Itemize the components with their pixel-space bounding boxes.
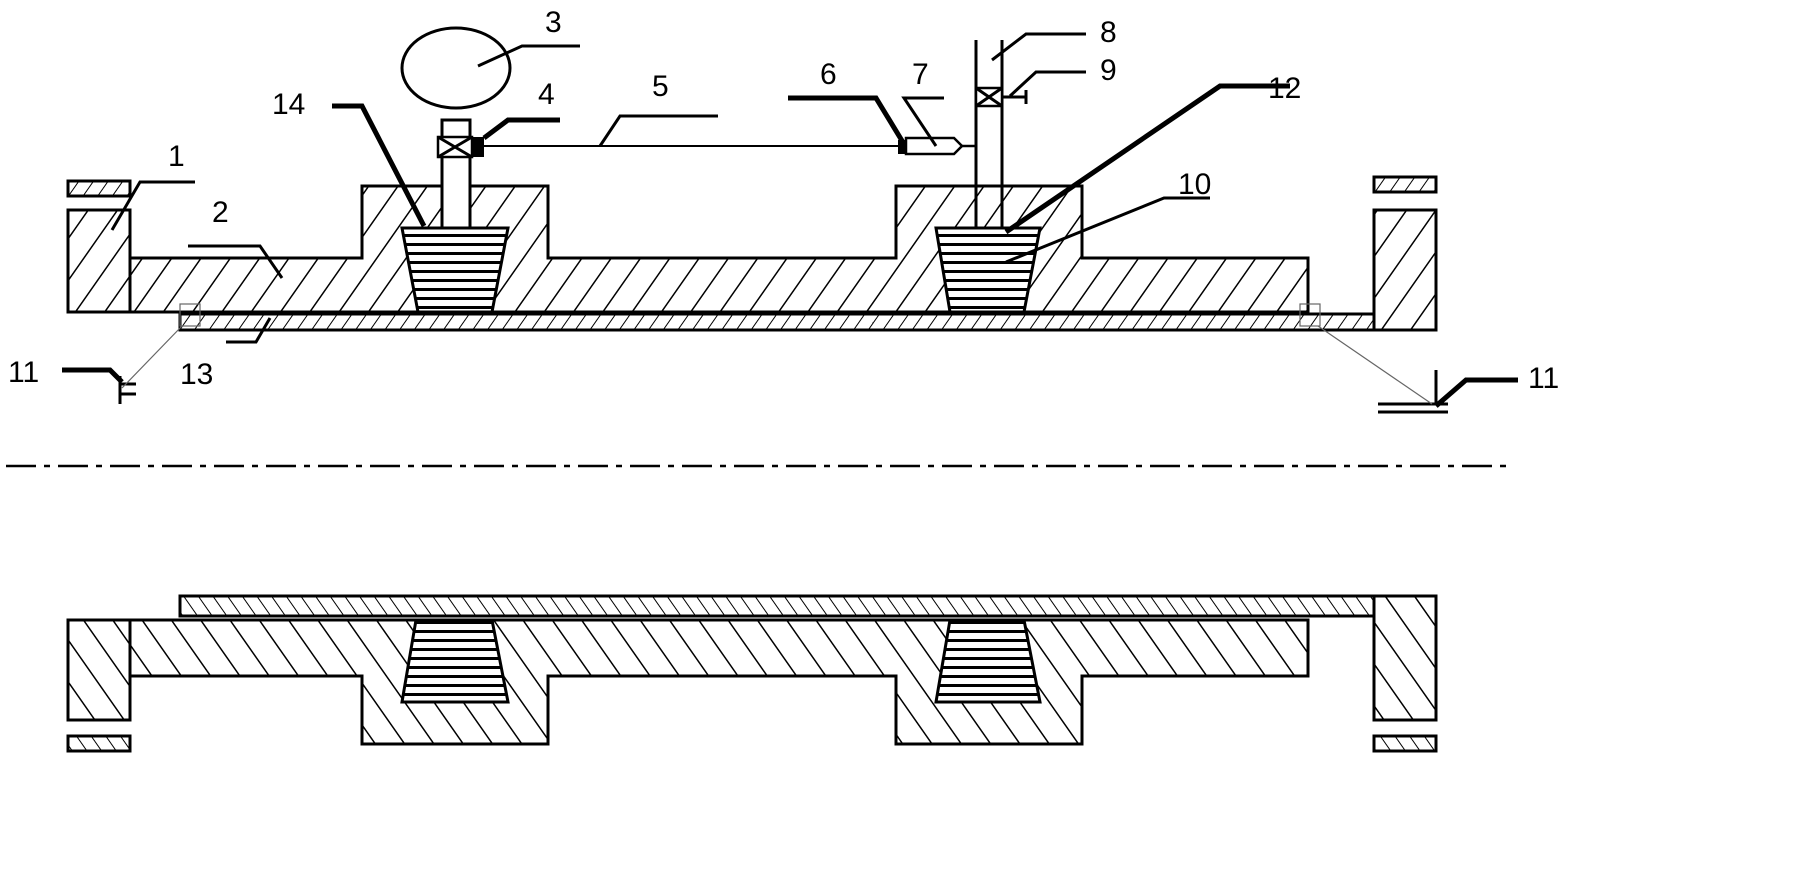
label-10: 10: [1178, 168, 1211, 201]
left-end-lower: [68, 620, 130, 720]
thin-strip: [180, 314, 1374, 330]
label-5: 5: [652, 70, 669, 103]
thin-strip-lower: [180, 596, 1374, 616]
right-cap: [1374, 177, 1436, 192]
bulb: [402, 28, 510, 108]
wire-right: [1318, 326, 1432, 404]
left-cap: [68, 181, 130, 196]
right-stack: [936, 228, 1040, 312]
label-7: 7: [912, 58, 929, 91]
label-11-left: 11: [8, 356, 39, 389]
label-4: 4: [538, 78, 555, 111]
valve-4-dark: [472, 137, 484, 157]
left-stack-lower: [402, 620, 508, 702]
main-plate-lower: [68, 620, 1308, 744]
left-end-block: [68, 210, 130, 312]
lower-section: [68, 596, 1436, 751]
right-cap-lower: [1374, 736, 1436, 751]
main-plate: [68, 186, 1308, 312]
right-end-lower: [1374, 596, 1436, 720]
label-2: 2: [212, 196, 229, 229]
wire-left: [122, 326, 182, 388]
labels: 1 2 3 4 5 6 7 8 9 10 11 11 12 13 14: [8, 6, 1559, 395]
label-6: 6: [820, 58, 837, 91]
label-14: 14: [272, 88, 305, 121]
label-1: 1: [168, 140, 185, 173]
right-stack-lower: [936, 620, 1040, 702]
label-9: 9: [1100, 54, 1117, 87]
left-stack: [402, 228, 508, 312]
left-cap-lower: [68, 736, 130, 751]
right-end-block: [1374, 210, 1436, 330]
label-13: 13: [180, 358, 213, 391]
label-11-right: 11: [1528, 362, 1559, 395]
label-3: 3: [545, 6, 562, 39]
label-8: 8: [1100, 16, 1117, 49]
label-12: 12: [1268, 72, 1301, 105]
